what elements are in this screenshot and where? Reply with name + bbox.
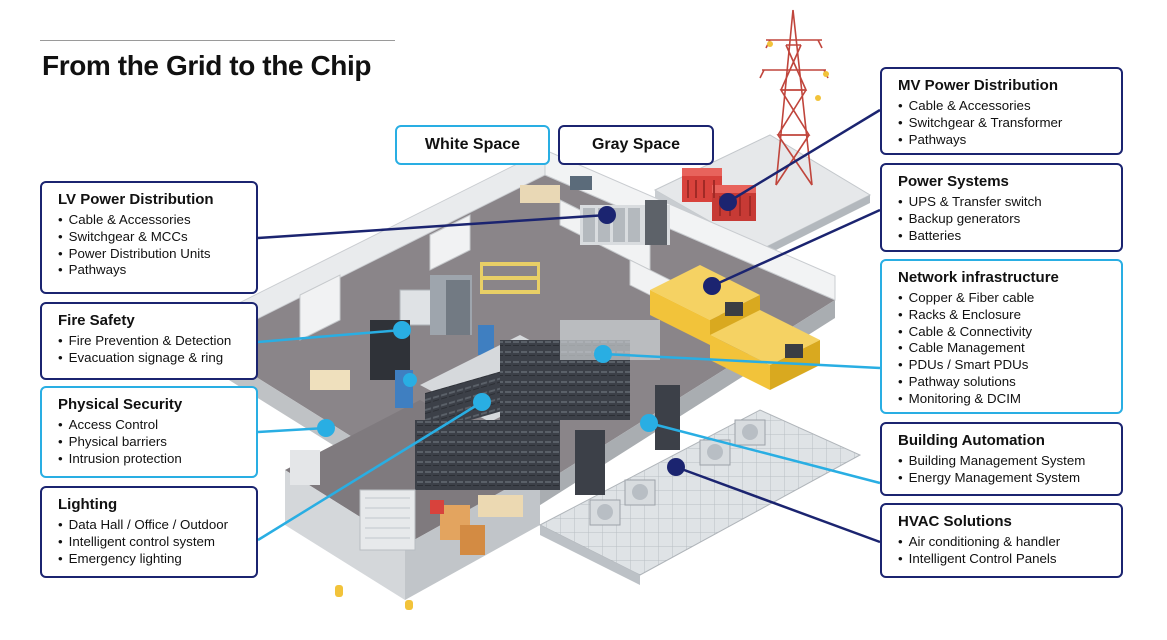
list-item: Cable & Accessories [58,212,246,229]
markers [317,193,737,476]
list-item: UPS & Transfer switch [898,194,1111,211]
mv-power-distribution-box: MV Power Distribution Cable & Accessorie… [880,67,1123,155]
list-item: Cable Management [898,340,1111,357]
list-item: Power Distribution Units [58,246,246,263]
list-item: Monitoring & DCIM [898,391,1111,408]
lighting-box: Lighting Data Hall / Office / Outdoor In… [40,486,258,578]
list-item: Access Control [58,417,246,434]
hvac-solutions-box: HVAC Solutions Air conditioning & handle… [880,503,1123,578]
list-item: Racks & Enclosure [898,307,1111,324]
lv-power-distribution-box: LV Power Distribution Cable & Accessorie… [40,181,258,294]
building-automation-box: Building Automation Building Management … [880,422,1123,496]
list-item: Intelligent control system [58,534,246,551]
power-systems-box: Power Systems UPS & Transfer switch Back… [880,163,1123,252]
list-item: Data Hall / Office / Outdoor [58,517,246,534]
gray-space-label: Gray Space [558,125,714,165]
box-title: Building Automation [898,432,1045,449]
storage-shelves [480,262,540,294]
page-title: From the Grid to the Chip [42,50,372,81]
list-item: Emergency lighting [58,551,246,568]
list-item: Building Management System [898,453,1111,470]
list-item: Cable & Accessories [898,98,1111,115]
connector-lines [257,108,881,544]
list-item: Pathways [58,262,246,279]
list-item: Evacuation signage & ring [58,350,246,367]
list-item: Physical barriers [58,434,246,451]
box-title: Fire Safety [58,312,135,329]
list-item: Intrusion protection [58,451,246,468]
network-infrastructure-box: Network infrastructure Copper & Fiber ca… [880,259,1123,414]
list-item: Switchgear & Transformer [898,115,1111,132]
box-title: Power Systems [898,173,1009,190]
list-item: Pathways [898,132,1111,149]
fire-safety-box: Fire Safety Fire Prevention & Detection … [40,302,258,380]
list-item: Pathway solutions [898,374,1111,391]
office-area [520,176,670,245]
office-lower [290,370,523,555]
box-title: MV Power Distribution [898,77,1059,94]
list-item: Fire Prevention & Detection [58,333,246,350]
electrical-cabinets [370,275,494,408]
list-item: Batteries [898,228,1111,245]
box-title: Network infrastructure [898,269,1059,286]
box-title: Physical Security [58,396,183,413]
white-space-label: White Space [395,125,550,165]
list-item: Intelligent Control Panels [898,551,1111,568]
list-item: PDUs / Smart PDUs [898,357,1111,374]
list-item: Energy Management System [898,470,1111,487]
list-item: Backup generators [898,211,1111,228]
list-item: Switchgear & MCCs [58,229,246,246]
box-title: LV Power Distribution [58,191,214,208]
list-item: Copper & Fiber cable [898,290,1111,307]
hvac-units [589,419,766,526]
box-title: HVAC Solutions [898,513,1012,530]
list-item: Air conditioning & handler [898,534,1111,551]
generator-icon [650,265,820,390]
list-item: Cable & Connectivity [898,324,1111,341]
title-rule [40,40,395,41]
physical-security-box: Physical Security Access Control Physica… [40,386,258,478]
box-title: Lighting [58,496,118,513]
